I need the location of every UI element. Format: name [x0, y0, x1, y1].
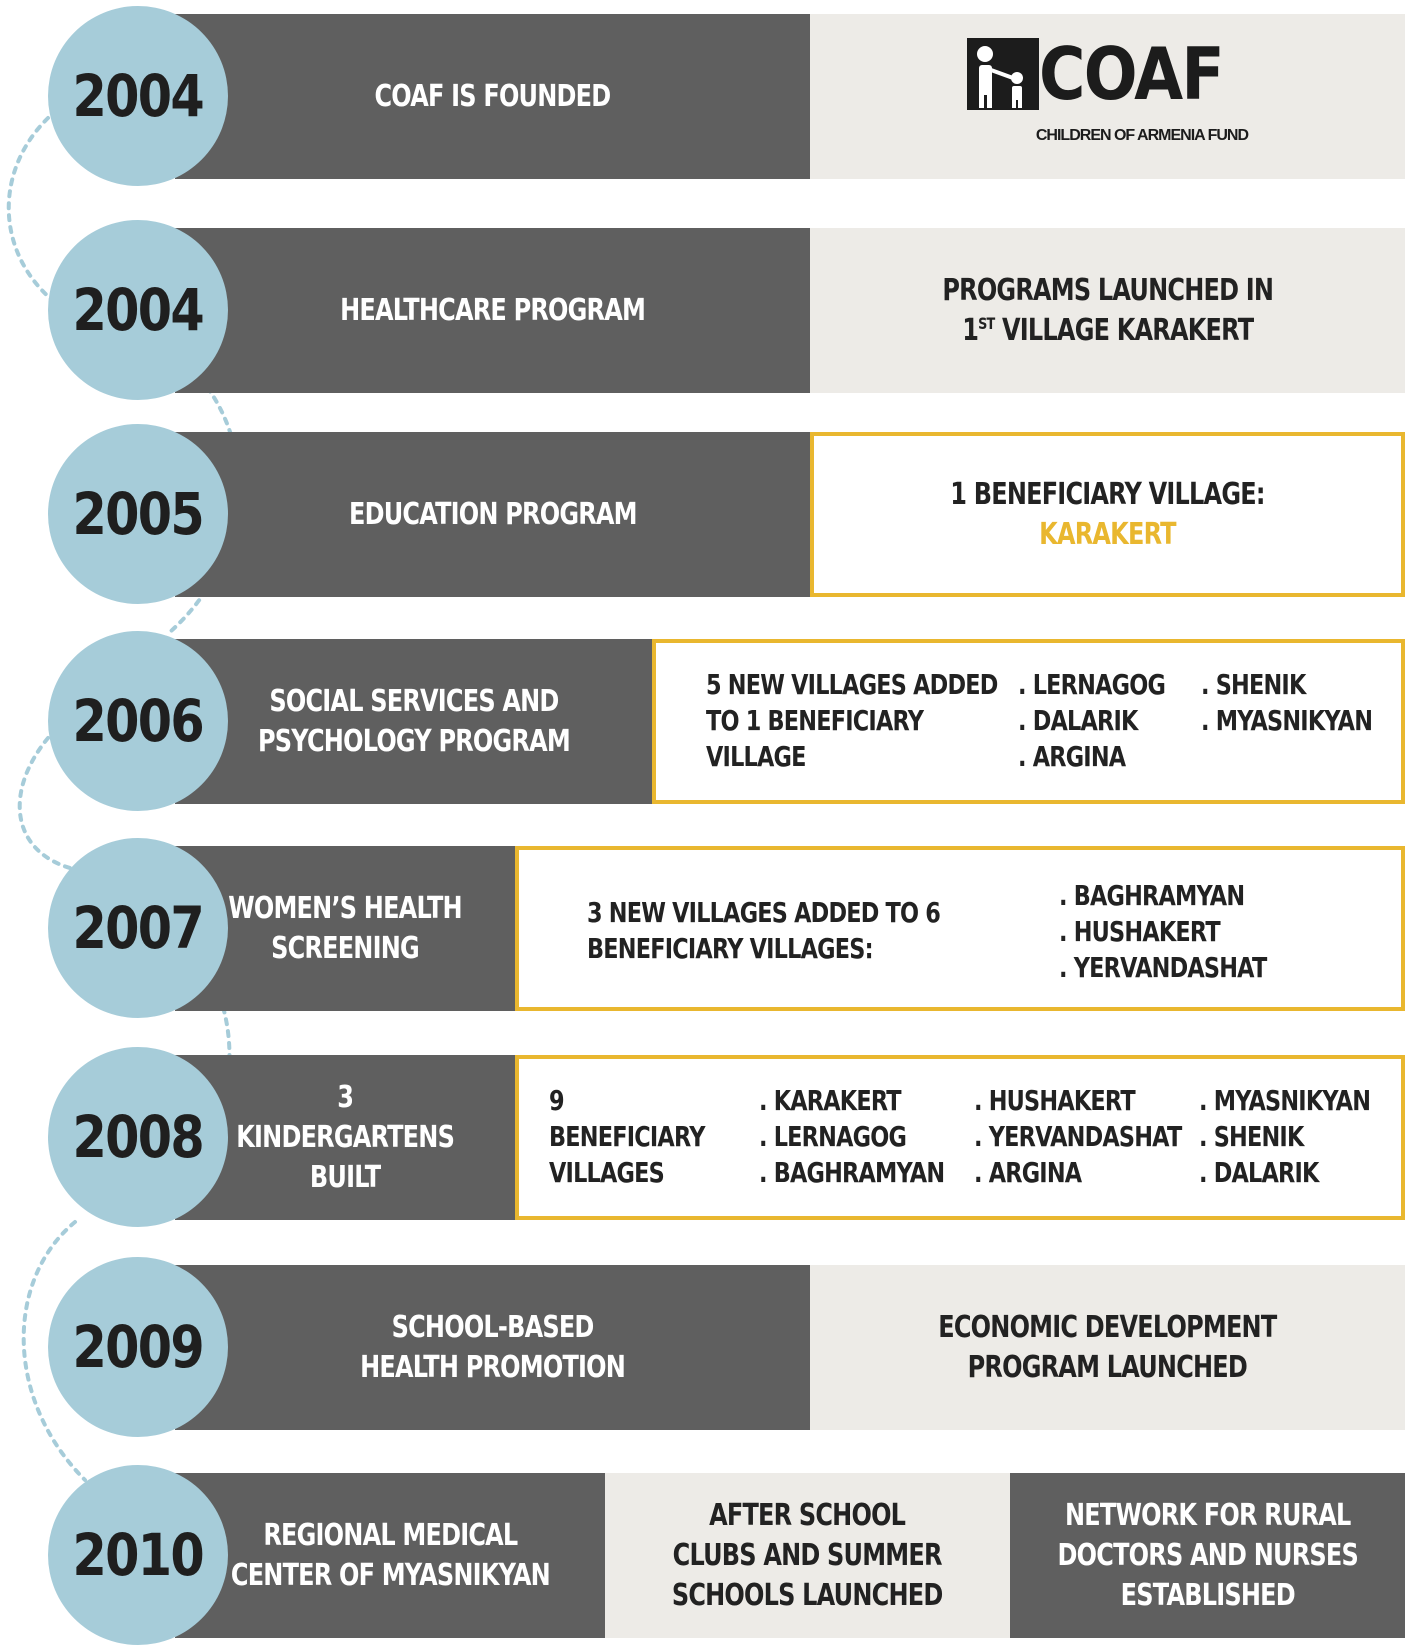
year-badge: 2005 [48, 424, 228, 604]
event-note: 3 NEW VILLAGES ADDED TO 6 BENEFICIARY VI… [515, 846, 1405, 1011]
year-badge: 2009 [48, 1257, 228, 1437]
connector-segment [21, 1220, 87, 1482]
note-intro: 3 NEW VILLAGES ADDED TO 6 BENEFICIARY VI… [587, 896, 941, 965]
event-title: HEALTHCARE PROGRAM [175, 228, 810, 393]
note-intro: 5 NEW VILLAGES ADDED TO 1 BENEFICIARY VI… [706, 668, 998, 773]
year-badge: 2008 [48, 1047, 228, 1227]
event-note: 9 BENEFICIARY VILLAGES . KARAKERT . LERN… [515, 1055, 1405, 1220]
event-note: PROGRAMS LAUNCHED IN 1ST VILLAGE KARAKER… [810, 228, 1405, 393]
event-title: COAF IS FOUNDED [175, 14, 810, 179]
year-badge: 2004 [48, 6, 228, 186]
timeline-row-2005: EDUCATION PROGRAM 1 BENEFICIARY VILLAGE:… [0, 424, 1413, 604]
year-badge: 2007 [48, 838, 228, 1018]
timeline-row-2004-healthcare: HEALTHCARE PROGRAM PROGRAMS LAUNCHED IN … [0, 220, 1413, 400]
family-icon [966, 37, 1039, 110]
highlight-village: KARAKERT [1039, 516, 1176, 552]
event-title: EDUCATION PROGRAM [175, 432, 810, 597]
village-list: . MYASNIKYAN . SHENIK . DALARIK [1199, 1084, 1371, 1189]
logo-subtitle: CHILDREN OF ARMENIA FUND [1035, 126, 1249, 144]
coaf-logo: COAF CHILDREN OF ARMENIA FUND [966, 31, 1249, 156]
timeline-row-2004-founded: COAF IS FOUNDED COAF CHILDREN OF [0, 6, 1413, 186]
village-list: . BAGHRAMYAN . HUSHAKERT . YERVANDASHAT [1059, 879, 1267, 984]
logo-wordmark: COAF [1038, 31, 1225, 116]
connector-segment [6, 116, 54, 302]
year-badge: 2006 [48, 631, 228, 811]
year-badge: 2004 [48, 220, 228, 400]
village-list: . SHENIK . MYASNIKYAN [1201, 668, 1373, 737]
village-list: . LERNAGOG . DALARIK . ARGINA [1018, 668, 1166, 773]
village-list: . KARAKERT . LERNAGOG . BAGHRAMYAN [759, 1084, 945, 1189]
event-note: 1 BENEFICIARY VILLAGE: KARAKERT [810, 432, 1405, 597]
year-badge: 2010 [48, 1465, 228, 1645]
coaf-logo-panel: COAF CHILDREN OF ARMENIA FUND [810, 14, 1405, 179]
connector-segment [17, 736, 72, 870]
note-intro: 9 BENEFICIARY VILLAGES [549, 1084, 705, 1189]
village-list: . HUSHAKERT . YERVANDASHAT . ARGINA [974, 1084, 1182, 1189]
event-note: 5 NEW VILLAGES ADDED TO 1 BENEFICIARY VI… [652, 639, 1405, 804]
